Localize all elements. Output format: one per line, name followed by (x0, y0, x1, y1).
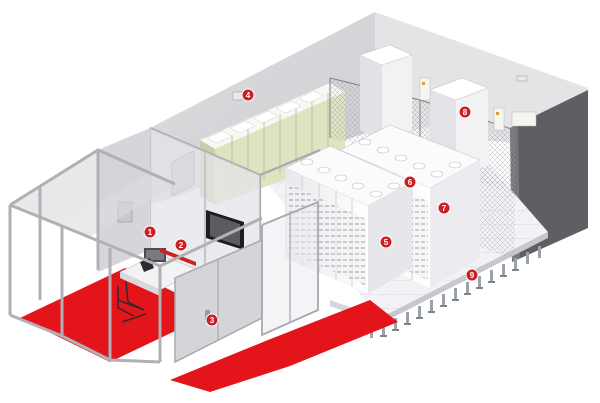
glass-doors (261, 200, 319, 337)
cage-cabinet-left (359, 44, 413, 142)
callout-label: 8 (463, 108, 468, 117)
callout-label: 4 (246, 91, 251, 100)
operator-room-frame (8, 148, 263, 364)
callout-3: 3 (205, 313, 219, 327)
callout-label: 5 (384, 238, 389, 247)
callout-label: 6 (408, 178, 413, 187)
wall-sensor (232, 91, 243, 101)
callout-1: 1 (143, 225, 157, 239)
callout-5: 5 (379, 235, 393, 249)
callout-label: 7 (442, 204, 447, 213)
control-panels (419, 77, 537, 131)
callout-7: 7 (437, 201, 451, 215)
floor-pedestal-feet (380, 269, 519, 337)
floor-pedestals (358, 246, 541, 338)
callout-label: 1 (148, 228, 153, 237)
callout-9: 9 (465, 268, 479, 282)
callout-label: 2 (179, 241, 184, 250)
callout-6: 6 (403, 175, 417, 189)
callout-2: 2 (174, 238, 188, 252)
callout-4: 4 (241, 88, 255, 102)
callout-8: 8 (458, 105, 472, 119)
callout-label: 3 (210, 316, 215, 325)
callout-label: 9 (470, 271, 475, 280)
wall-light (516, 75, 528, 82)
operator-chair (117, 281, 147, 323)
corridor-red-floor (170, 300, 398, 392)
